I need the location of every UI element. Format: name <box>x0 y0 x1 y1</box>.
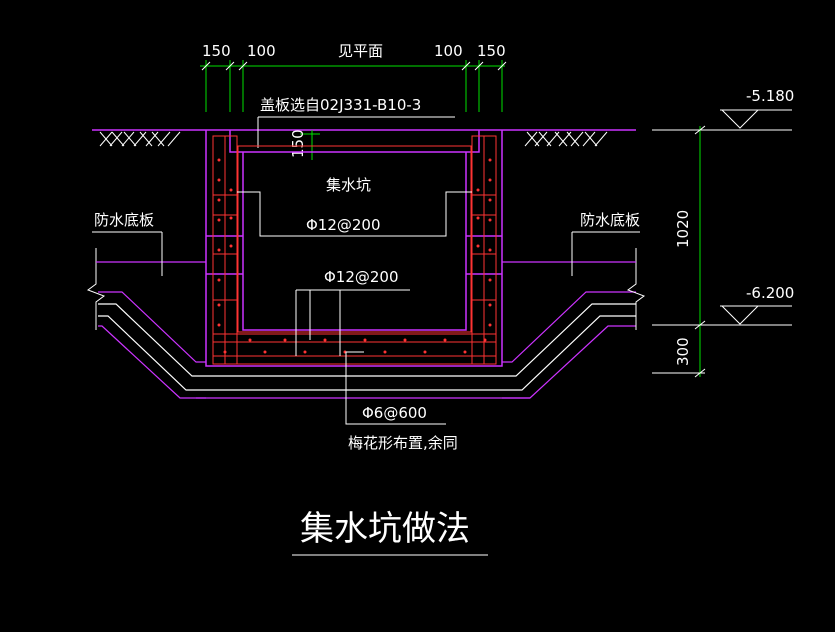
elevation-top: -5.180 <box>746 87 794 105</box>
top-dimension-chain <box>200 60 507 112</box>
cover-thickness: 150 <box>289 129 307 158</box>
waterproof-leaders <box>92 231 640 276</box>
break-lines <box>86 248 646 330</box>
dim-slab-300: 300 <box>674 337 692 366</box>
tie-bar-leader <box>345 351 446 425</box>
drawing-title: 集水坑做法 <box>300 509 470 549</box>
vertical-dim-chain <box>694 125 706 378</box>
tie-bar-label: Φ6@600 <box>362 404 427 422</box>
rebar-dots <box>217 158 492 354</box>
pit-outer-wall <box>205 130 503 367</box>
dim-100-right: 100 <box>434 42 463 60</box>
elevation-marks <box>720 109 792 325</box>
rebar-lower-label: Φ12@200 <box>324 268 399 286</box>
cover-note-leader <box>257 116 455 148</box>
dim-see-plan: 见平面 <box>338 42 383 60</box>
base-layers-bottom <box>196 375 530 399</box>
cover-note: 盖板选自02J331-B10-3 <box>260 96 421 114</box>
dim-150-right: 150 <box>477 42 506 60</box>
soil-hatch-right <box>524 131 608 147</box>
pit-label: 集水坑 <box>326 176 371 194</box>
base-layers-left <box>98 291 206 399</box>
waterproof-label-right: 防水底板 <box>580 211 640 229</box>
tie-bar-note: 梅花形布置,余同 <box>348 434 458 452</box>
dim-100-left: 100 <box>247 42 276 60</box>
rebar-upper-label: Φ12@200 <box>306 216 381 234</box>
dim-depth-1020: 1020 <box>674 210 692 248</box>
rebar-cage <box>212 135 497 365</box>
dim-150-left: 150 <box>202 42 231 60</box>
waterproof-label-left: 防水底板 <box>94 211 154 229</box>
elevation-lines <box>652 129 792 374</box>
elevation-bottom: -6.200 <box>746 284 794 302</box>
rebar-upper-leaders <box>237 191 472 237</box>
rebar-lower-leaders <box>295 289 410 356</box>
base-layers-right <box>502 291 636 399</box>
soil-hatch-left <box>99 131 181 147</box>
